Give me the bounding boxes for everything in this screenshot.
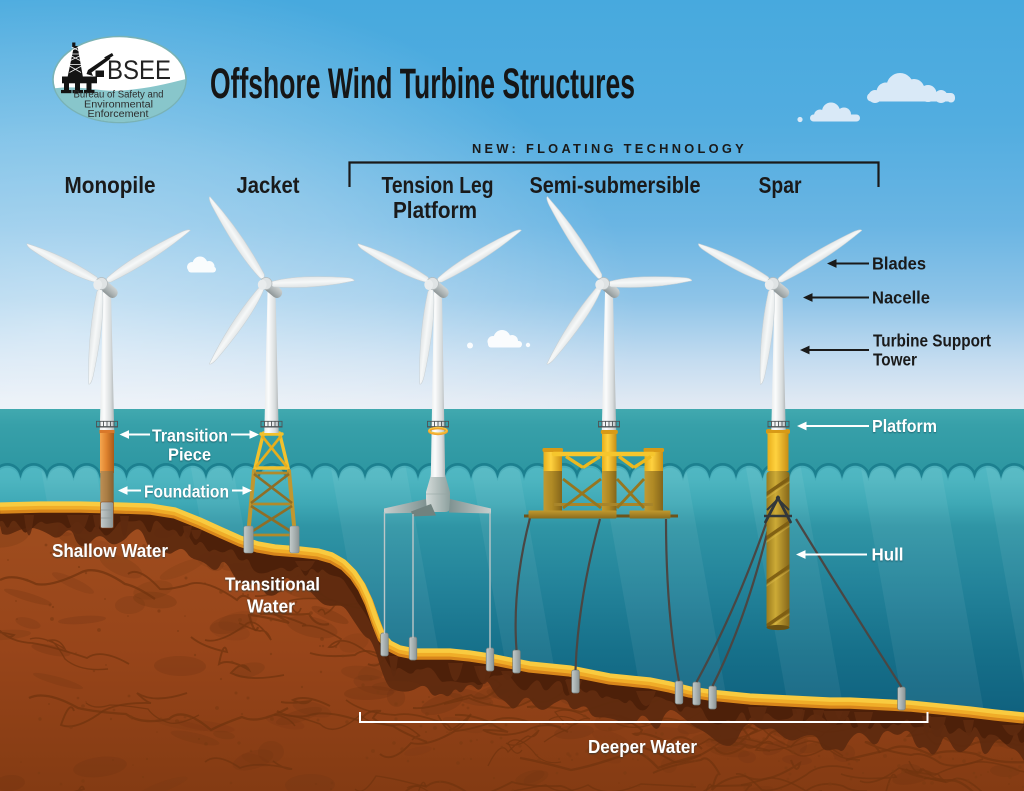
svg-text:Environmental: Environmental [84,100,153,111]
svg-text:Monopile: Monopile [65,172,156,198]
svg-text:Shallow Water: Shallow Water [52,541,168,561]
svg-text:Platform: Platform [872,416,937,436]
svg-text:Nacelle: Nacelle [872,288,930,308]
svg-text:Spar: Spar [759,172,802,198]
svg-text:Bureau of Safety and: Bureau of Safety and [74,90,164,101]
svg-text:Hull: Hull [872,545,904,565]
svg-text:Enforcement: Enforcement [88,109,149,120]
svg-text:NEW: FLOATING TECHNOLOGY: NEW: FLOATING TECHNOLOGY [472,142,747,156]
svg-text:Tension Leg: Tension Leg [382,172,494,198]
svg-text:BSEE: BSEE [107,55,171,85]
svg-text:Platform: Platform [393,197,477,223]
svg-text:Blades: Blades [872,254,926,274]
svg-text:Offshore Wind Turbine Structur: Offshore Wind Turbine Structures [210,60,635,108]
svg-text:Foundation: Foundation [144,482,229,502]
svg-text:Transitional: Transitional [225,575,320,595]
svg-text:Piece: Piece [168,445,211,465]
svg-text:Tower: Tower [873,350,917,370]
svg-text:Water: Water [247,597,295,617]
svg-text:Turbine Support: Turbine Support [873,331,991,351]
svg-text:Semi-submersible: Semi-submersible [530,172,701,198]
svg-text:Jacket: Jacket [237,172,300,198]
svg-text:Transition: Transition [152,426,228,446]
svg-text:Deeper Water: Deeper Water [588,737,697,757]
